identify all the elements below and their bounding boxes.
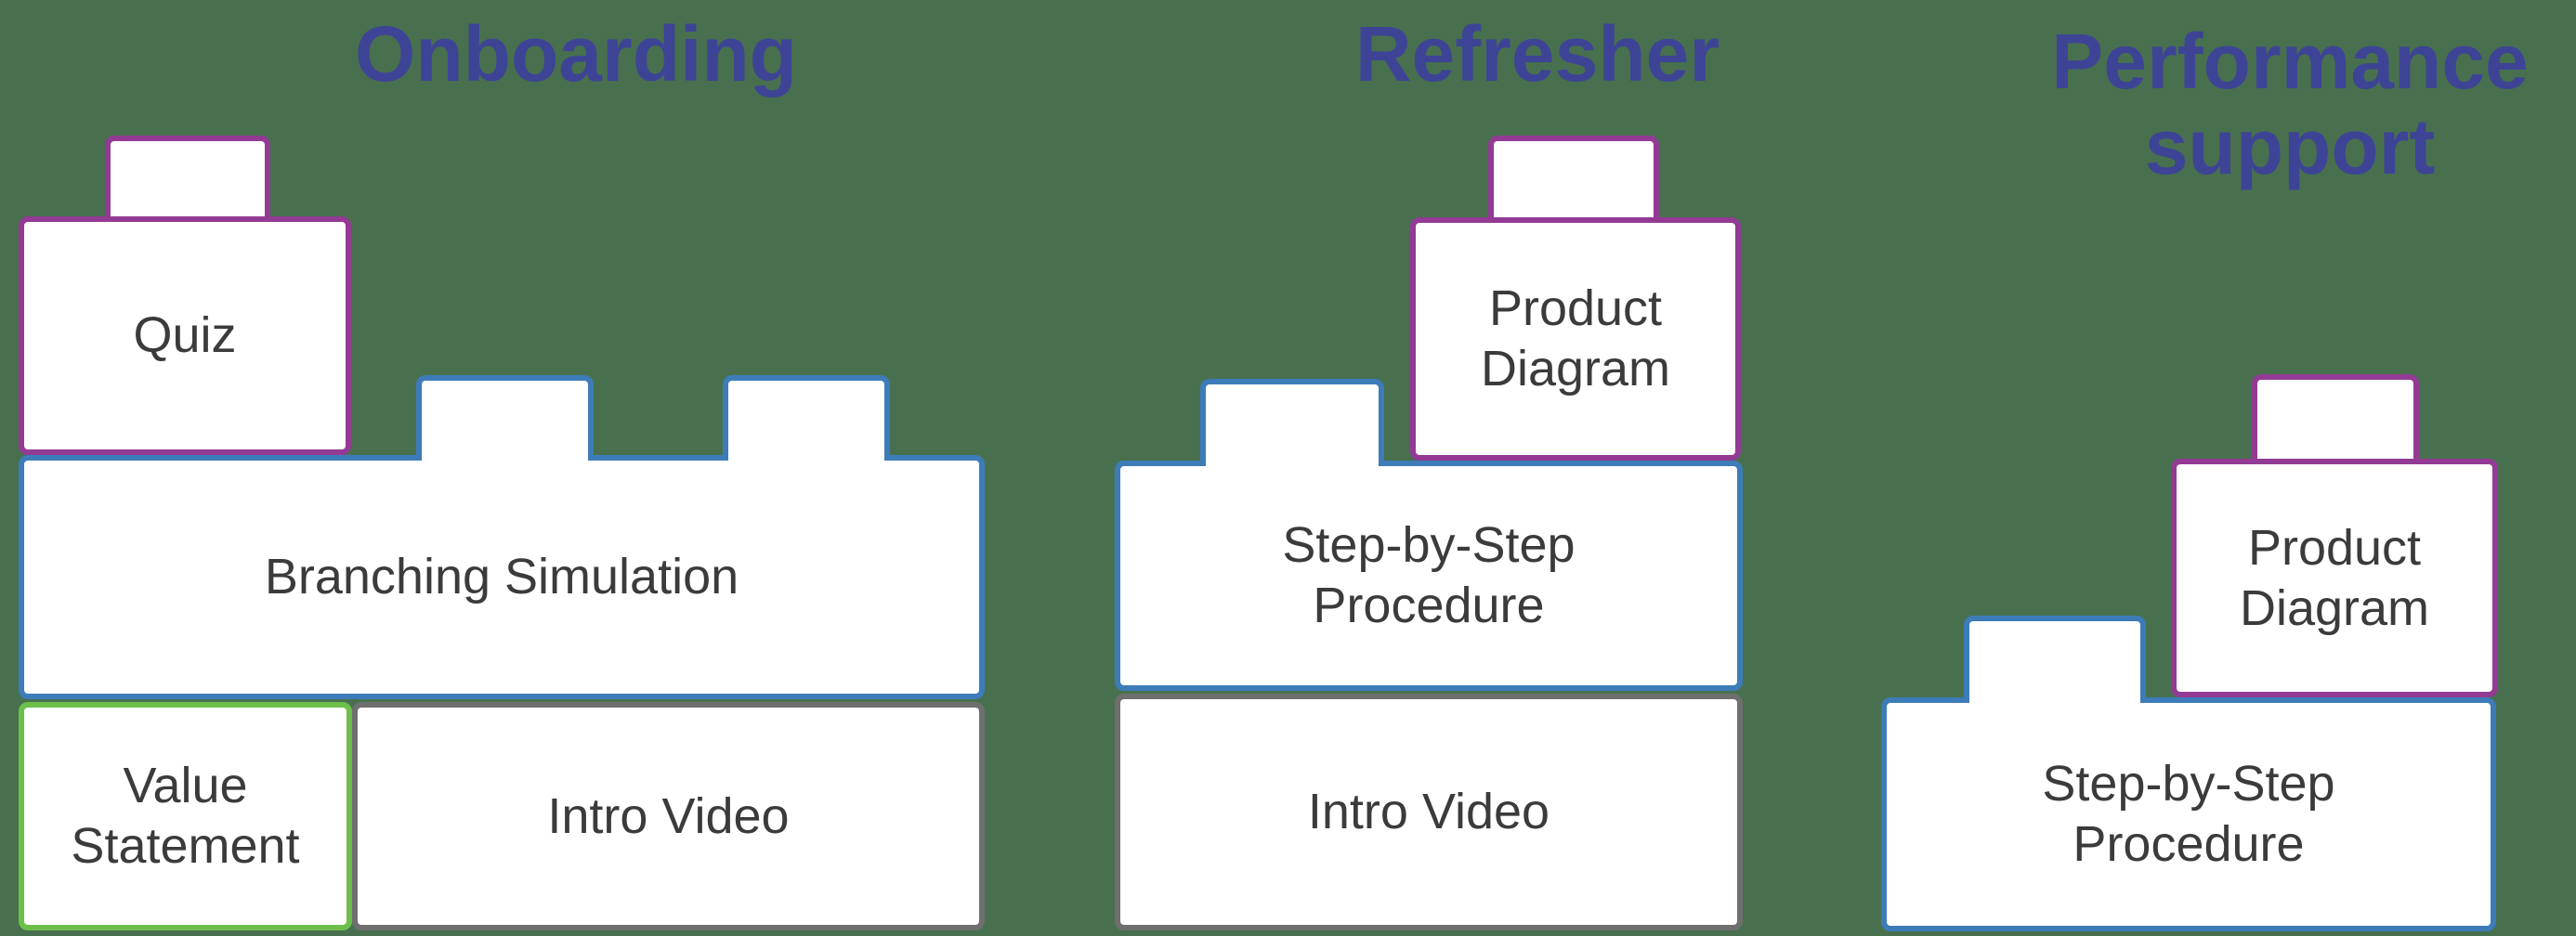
step-by-step-block-performance: Step-by-Step Procedure bbox=[1881, 697, 2496, 931]
quiz-label: Quiz bbox=[133, 307, 237, 364]
branching-simulation-label: Branching Simulation bbox=[264, 549, 739, 605]
step-by-step-label-refresher: Step-by-Step Procedure bbox=[1282, 517, 1576, 633]
intro-video-label-onboarding: Intro Video bbox=[547, 787, 790, 844]
step-stud-refresher bbox=[1200, 379, 1384, 466]
step-by-step-block-refresher: Step-by-Step Procedure bbox=[1115, 461, 1743, 691]
product-diagram-block-performance: Product Diagram bbox=[2171, 459, 2498, 697]
value-statement-block: Value Statement bbox=[19, 702, 352, 930]
group-title-performance-support: Performance support bbox=[2051, 18, 2529, 190]
quiz-stud bbox=[105, 136, 270, 222]
value-statement-label: Value Statement bbox=[71, 758, 300, 874]
step-by-step-label-performance: Step-by-Step Procedure bbox=[2042, 756, 2335, 872]
step-stud-performance bbox=[1964, 616, 2146, 703]
product-diagram-label-refresher: Product Diagram bbox=[1480, 280, 1671, 396]
product-diagram-stud-refresher bbox=[1488, 136, 1659, 223]
intro-video-block-refresher: Intro Video bbox=[1115, 694, 1743, 930]
branching-stud-right bbox=[723, 375, 890, 461]
intro-video-block-onboarding: Intro Video bbox=[352, 702, 985, 930]
product-diagram-stud-performance bbox=[2252, 374, 2419, 464]
branching-stud-left bbox=[416, 375, 594, 461]
group-title-onboarding: Onboarding bbox=[355, 10, 797, 98]
product-diagram-label-performance: Product Diagram bbox=[2239, 519, 2430, 636]
branching-simulation-block: Branching Simulation bbox=[19, 455, 985, 699]
intro-video-label-refresher: Intro Video bbox=[1307, 784, 1550, 840]
group-title-refresher: Refresher bbox=[1354, 10, 1720, 98]
product-diagram-block-refresher: Product Diagram bbox=[1410, 217, 1741, 461]
quiz-block: Quiz bbox=[19, 216, 351, 455]
